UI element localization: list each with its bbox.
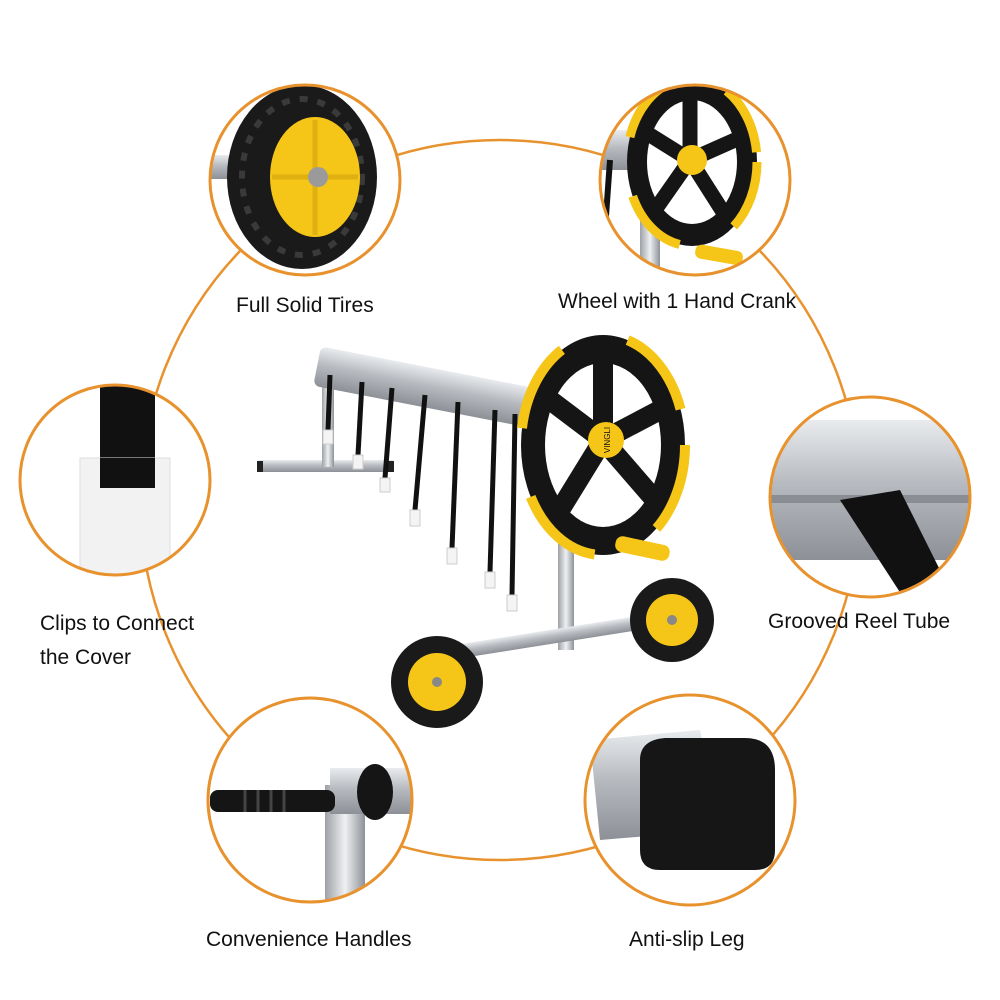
label-handles: Convenience Handles: [206, 928, 412, 951]
feature-full-solid-tires: [208, 83, 402, 277]
label-anti-slip: Anti-slip Leg: [629, 928, 745, 951]
feature-anti-slip: [583, 693, 797, 907]
feature-grooved-tube: [768, 395, 972, 599]
brand-logo-text: VINGLI: [603, 427, 612, 453]
rubber-foot-icon: [590, 730, 775, 870]
grooved-tube-icon: [770, 420, 970, 597]
handle-icon: [210, 764, 412, 902]
label-clips-line2: the Cover: [40, 646, 132, 669]
cover-clip-icon: [79, 385, 171, 575]
label-full-solid-tires: Full Solid Tires: [236, 294, 374, 317]
label-hand-crank: Wheel with 1 Hand Crank: [558, 290, 797, 313]
solid-tire-icon: [210, 85, 377, 269]
feature-hand-crank: [598, 83, 792, 277]
feature-handles: [206, 696, 414, 904]
crank-wheel-icon: [600, 85, 762, 275]
feature-clips: [18, 383, 212, 577]
reel-product-image: VINGLI: [257, 330, 714, 728]
label-clips-line1: Clips to Connect: [40, 612, 195, 635]
label-grooved-tube: Grooved Reel Tube: [768, 610, 951, 633]
